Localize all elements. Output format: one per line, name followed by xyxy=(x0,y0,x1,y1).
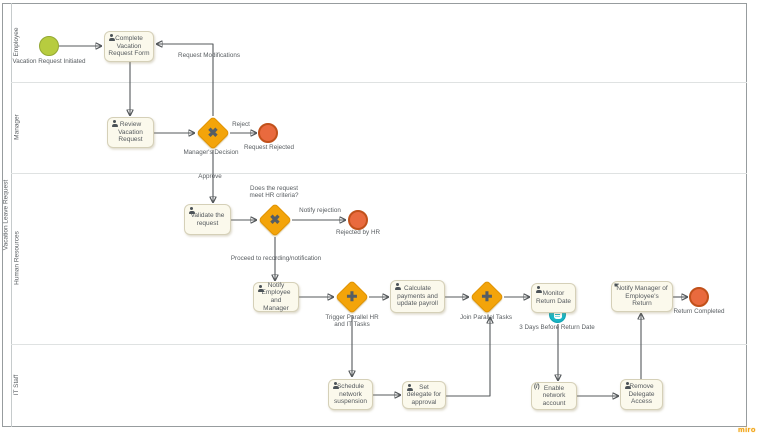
task-monitor-return-date[interactable]: Monitor Return Date xyxy=(531,283,576,313)
parallel-gateway-icon: ✚ xyxy=(481,289,493,304)
label-rejected-by-hr: Rejected by HR xyxy=(335,229,381,236)
label-approve: Approve xyxy=(198,173,222,180)
user-task-icon xyxy=(111,120,118,127)
task-notify-manager-employees-return[interactable]: ☛ Notify Manager of Employee's Return xyxy=(611,281,673,312)
task-label: Validate the request xyxy=(190,211,225,227)
task-complete-vacation-request-form[interactable]: Complete Vacation Request Form xyxy=(104,31,154,62)
task-label: Schedule network suspension xyxy=(334,383,367,406)
label-notify-rejection: Notify rejection xyxy=(299,207,341,214)
user-task-icon xyxy=(257,285,264,292)
pool-vacation-leave-request xyxy=(2,3,747,427)
end-event-rejected-by-hr[interactable] xyxy=(348,210,368,230)
label-request-modifications: Request Modifications xyxy=(178,52,240,59)
task-label: Review Vacation Request xyxy=(118,121,143,144)
pool-label-divider xyxy=(11,3,12,427)
user-task-icon xyxy=(406,384,413,391)
end-event-return-completed[interactable] xyxy=(689,287,709,307)
task-schedule-network-suspension[interactable]: Schedule network suspension xyxy=(328,379,373,410)
task-enable-network-account[interactable]: (/) Enable network account xyxy=(531,382,577,410)
task-label: Remove Delegate Access xyxy=(628,383,655,406)
user-task-icon xyxy=(188,207,195,214)
exclusive-gateway-icon: ✖ xyxy=(269,212,281,227)
user-task-icon xyxy=(535,286,542,293)
label-boundary-timer: 3 Days Before Return Date xyxy=(519,324,595,331)
task-label: Notify Manager of Employee's Return xyxy=(616,285,668,308)
task-review-vacation-request[interactable]: Review Vacation Request xyxy=(107,117,154,148)
user-task-icon xyxy=(624,382,631,389)
list-icon xyxy=(553,310,562,319)
task-notify-employee-and-manager[interactable]: Notify Employee and Manager xyxy=(253,282,299,312)
flow-set-delegate-to-join[interactable] xyxy=(446,318,490,397)
task-label: Enable network account xyxy=(542,384,566,407)
label-return-completed: Return Completed xyxy=(673,308,725,315)
task-label: Calculate payments and update payroll xyxy=(397,285,438,308)
task-remove-delegate-access[interactable]: Remove Delegate Access xyxy=(620,379,663,410)
lane-divider xyxy=(11,344,747,345)
user-task-icon xyxy=(394,283,401,290)
label-request-rejected: Request Rejected xyxy=(243,144,295,151)
lane-divider xyxy=(11,82,747,83)
watermark-logo: miro xyxy=(738,425,756,434)
script-icon: (/) xyxy=(534,384,540,390)
label-trigger-parallel: Trigger Parallel HR and IT Tasks xyxy=(325,314,379,329)
label-reject: Reject xyxy=(232,121,250,128)
label-proceed: Proceed to recording/notification xyxy=(230,255,322,262)
start-event-vacation-request[interactable] xyxy=(39,36,59,56)
lane-divider xyxy=(11,173,747,174)
task-label: Set delegate for approval xyxy=(406,383,442,406)
end-event-request-rejected[interactable] xyxy=(258,123,278,143)
user-task-icon xyxy=(108,34,115,41)
user-task-icon xyxy=(332,382,339,389)
label-join-parallel: Join Parallel Tasks xyxy=(459,314,513,321)
label-hr-criteria: Does the request meet HR criteria? xyxy=(249,185,299,200)
parallel-gateway-icon: ✚ xyxy=(346,289,358,304)
task-label: Notify Employee and Manager xyxy=(261,281,291,312)
flow-request-modifications[interactable] xyxy=(157,44,214,116)
label-start-event: Vacation Request Initiated xyxy=(12,58,86,65)
task-validate-the-request[interactable]: Validate the request xyxy=(184,204,231,235)
label-managers-decision: Manager's Decision xyxy=(183,149,239,156)
task-label: Monitor Return Date xyxy=(535,290,572,305)
task-set-delegate-for-approval[interactable]: Set delegate for approval xyxy=(402,381,446,409)
task-calculate-payments-update-payroll[interactable]: Calculate payments and update payroll xyxy=(390,280,445,313)
hand-icon: ☛ xyxy=(614,283,620,289)
task-label: Complete Vacation Request Form xyxy=(108,35,150,58)
